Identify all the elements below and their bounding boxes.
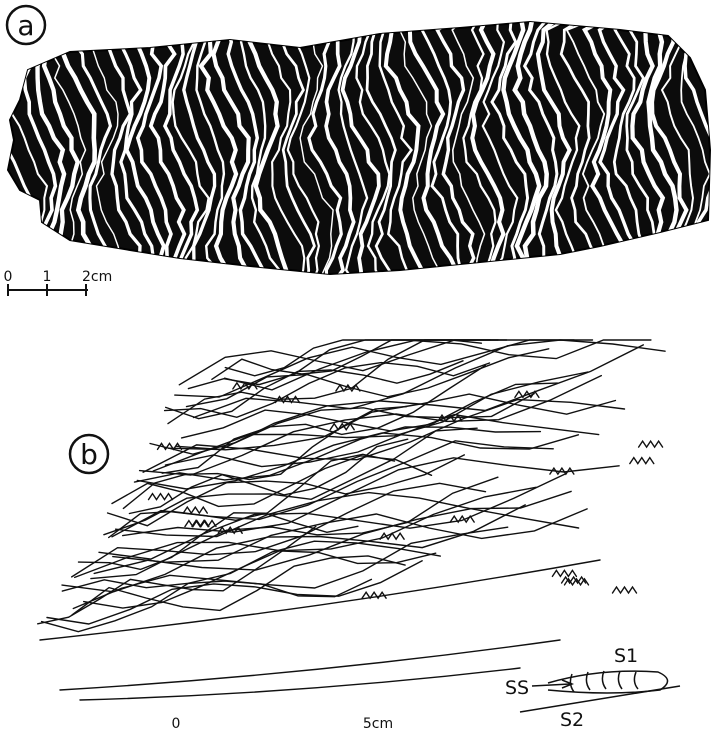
crenulation-squiggle [552,570,576,576]
legend-ss-arrow-line [532,684,570,686]
legend-ss-label: SS [505,677,529,699]
panel-a: a 0 1 2cm [0,6,720,296]
panel-a-label: a [7,6,45,44]
scale-bar-b-label-0: 0 [172,716,181,732]
legend-ss-cleavage [570,671,638,692]
crenulation-squiggle [336,385,360,391]
crenulation-squiggle [613,587,637,593]
panel-b-label-text: b [80,438,98,471]
fold-envelope-line [60,640,560,690]
panel-b-scale: 0 5cm [172,716,394,732]
scale-bar-a-label-0: 0 [4,269,13,285]
legend-s1-label: S1 [614,645,638,667]
fold-trace [140,376,602,476]
panel-a-label-text: a [17,9,34,42]
legend-s2-label: S2 [560,709,584,731]
crenulation-squiggle [380,533,404,539]
fold-envelope-line [40,560,600,640]
fold-legend [520,671,680,712]
scale-bar-b-label-1: 5cm [363,716,393,732]
scale-bar-a-label-2: 2cm [82,269,112,285]
fold-trace [187,349,549,407]
legend-s2-surface [520,686,680,712]
panel-b-label: b [70,435,108,473]
fold-line-drawing [38,340,665,700]
crenulation-squiggle [149,494,173,500]
panel-b: b S1 SS S2 0 5cm [38,340,680,732]
panel-a-scale-bar: 0 1 2cm [4,269,113,296]
crenulation-squiggle [183,507,207,513]
crenulation-squiggle [630,458,654,464]
scale-bar-a-label-1: 1 [43,269,52,285]
crenulation-squiggle [639,441,663,447]
